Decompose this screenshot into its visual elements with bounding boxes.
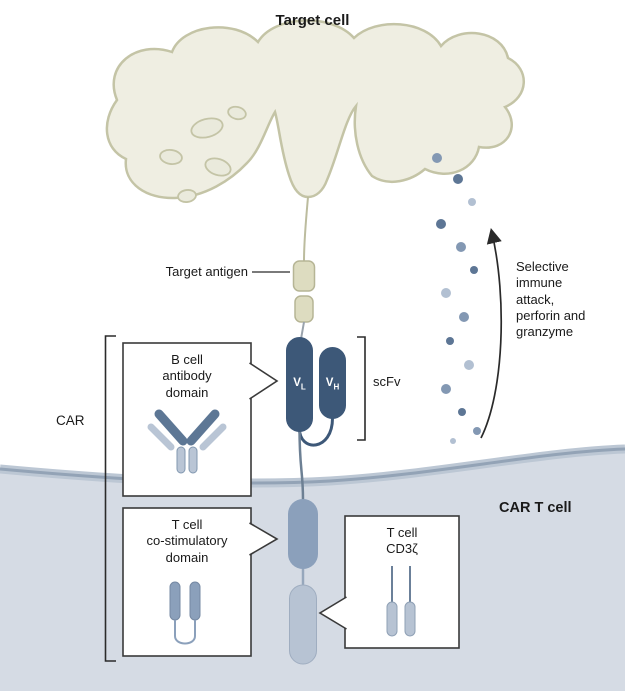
granule-dot: [436, 219, 446, 229]
granule-dot: [456, 242, 466, 252]
car-t-cell-label: CAR T cell: [499, 500, 572, 516]
antigen-to-scfv-connector: [300, 321, 305, 340]
granule-dot: [473, 427, 481, 435]
granule-dot: [453, 174, 463, 184]
target-cell-vesicles: [159, 105, 247, 203]
vesicle: [159, 149, 183, 165]
granule-dot: [441, 384, 451, 394]
granule-dot: [450, 438, 456, 444]
cd3-zeta-icon: [386, 566, 416, 637]
vesicle: [190, 117, 224, 139]
membrane-line: [0, 447, 625, 485]
vh-domain-label: VH: [319, 377, 346, 391]
costimulatory-domain-capsule: [288, 499, 318, 569]
granule-dot: [441, 288, 451, 298]
selective-attack-label: Selective immune attack, perforin and gr…: [516, 259, 586, 339]
car-bracket: [104, 335, 116, 662]
granule-dot: [432, 153, 442, 163]
target-antigen-label: Target antigen: [165, 264, 248, 279]
vl-domain-capsule: [286, 337, 313, 432]
target-cell-title: Target cell: [275, 12, 350, 29]
cd3-zeta-callout-box: [344, 515, 460, 649]
perforin-granzyme-dots: [432, 153, 481, 444]
vl-domain-label: VL: [286, 377, 313, 391]
b-cell-antibody-domain-label: B cell antibody domain: [162, 352, 212, 400]
vh-main-text: V: [325, 377, 334, 389]
car-label: CAR: [56, 413, 85, 428]
b-cell-antibody-callout-box: [122, 342, 252, 497]
costimulatory-callout-box: [122, 507, 252, 657]
scfv-bracket: [357, 336, 366, 441]
vh-sub-text: H: [333, 382, 340, 392]
vh-domain-capsule: [319, 347, 346, 419]
granule-dot: [446, 337, 454, 345]
granule-dot: [468, 198, 476, 206]
vesicle: [227, 105, 247, 121]
target-antigen-segment: [292, 260, 316, 292]
t-cell-costimulatory-domain-label: T cell co-stimulatory domain: [146, 517, 228, 565]
vl-sub-text: L: [300, 382, 306, 392]
vesicle: [177, 189, 197, 203]
scfv-to-costim-connector: [298, 427, 305, 501]
vl-main-text: V: [293, 377, 301, 389]
immune-attack-arrow: [480, 228, 503, 439]
scfv-label: scFv: [373, 374, 401, 389]
costimulatory-callout-tail: [249, 522, 279, 556]
granule-dot: [470, 266, 478, 274]
granule-dot: [458, 408, 466, 416]
cd3-zeta-domain-capsule: [289, 584, 317, 665]
costimulatory-domain-icon: [169, 581, 201, 645]
granule-dot: [459, 312, 469, 322]
target-cell-blob: [105, 19, 525, 200]
target-antigen-segment: [294, 295, 314, 323]
vesicle: [204, 157, 232, 177]
antibody-icon: [147, 409, 227, 474]
granule-dot: [464, 360, 474, 370]
cd3-zeta-callout-tail: [318, 596, 347, 630]
antigen-stalk: [303, 196, 309, 262]
b-cell-callout-tail: [249, 362, 279, 400]
t-cell-cd3-zeta-label: T cell CD3ζ: [386, 525, 418, 557]
